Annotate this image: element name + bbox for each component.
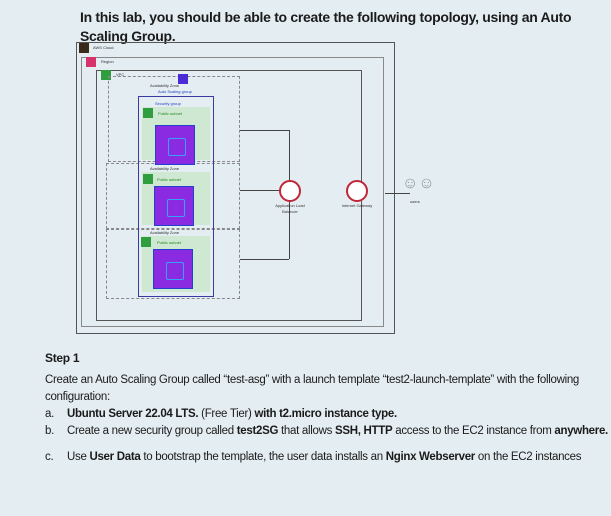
aws-cloud-label: AWS Cloud — [93, 45, 114, 50]
aws-logo-icon — [79, 43, 89, 53]
step-heading: Step 1 — [45, 351, 80, 365]
arrow-to-az2 — [240, 190, 289, 191]
list-item: a. Ubuntu Server 22.04 LTS. (Free Tier) … — [45, 406, 610, 423]
vpc-icon — [101, 70, 111, 80]
step-instructions: Step 1 Create an Auto Scaling Group call… — [45, 350, 610, 466]
aws-cloud-box — [76, 42, 395, 334]
text: User Data — [89, 451, 141, 463]
region-icon — [86, 57, 96, 67]
text: (Free Tier) — [198, 408, 255, 420]
users-label: users — [410, 199, 420, 204]
auto-scaling-icon — [178, 74, 188, 84]
text: test2SG — [236, 425, 279, 437]
list-marker: b. — [45, 425, 54, 437]
arrow-from-users — [385, 193, 410, 194]
arrow-to-az1 — [240, 130, 289, 131]
alb-label: Application Load Balancer — [275, 203, 305, 214]
text: that allows — [278, 425, 335, 437]
subnet-icon — [143, 108, 153, 118]
arrow-to-az3 — [240, 259, 289, 260]
public-subnet-label: Public subnet — [157, 240, 182, 245]
text: anywhere. — [554, 425, 608, 437]
users-icon: ☺☺ — [402, 175, 435, 192]
region-label: Region — [101, 59, 114, 64]
text: with t2.micro instance type. — [254, 408, 397, 420]
step-intro: Create an Auto Scaling Group called “tes… — [45, 374, 580, 403]
list-marker: c. — [45, 451, 54, 463]
ec2-instance-icon — [153, 249, 193, 289]
list-marker: a. — [45, 408, 54, 420]
public-subnet-label: Public subnet — [158, 111, 183, 116]
subnet-icon — [143, 174, 153, 184]
list-item: c. Use User Data to bootstrap the templa… — [45, 449, 610, 466]
vpc-label: VPC — [116, 72, 125, 77]
security-group-label: Security group — [155, 101, 181, 106]
asg-label: Auto Scaling group — [158, 89, 192, 94]
list-item: b. Create a new security group called te… — [45, 423, 610, 440]
text: access to the EC2 instance from — [392, 425, 555, 437]
text: Use — [67, 451, 90, 463]
ec2-instance-icon — [155, 125, 195, 165]
internet-gateway-icon — [346, 180, 368, 202]
text: Create a new security group called — [67, 425, 237, 437]
text: SSH, HTTP — [334, 425, 393, 437]
text: on the EC2 instances — [474, 451, 582, 463]
availability-zone-3 — [106, 229, 240, 299]
page-title: In this lab, you should be able to creat… — [80, 9, 572, 44]
az-label: Availability Zone — [150, 83, 180, 88]
az-label: Availability Zone — [150, 230, 180, 235]
subnet-icon — [141, 237, 151, 247]
text: Ubuntu Server 22.04 LTS. — [67, 408, 199, 420]
az-label: Availability Zone — [150, 166, 180, 171]
text: to bootstrap the template, the user data… — [140, 451, 386, 463]
public-subnet-label: Public subnet — [157, 177, 182, 182]
auto-scaling-group-box — [138, 96, 214, 297]
text: Nginx Webserver — [385, 451, 476, 463]
region-box — [81, 57, 384, 327]
load-balancer-icon — [279, 180, 301, 202]
igw-label: Internet Gateway — [341, 203, 373, 208]
ec2-instance-icon — [154, 186, 194, 226]
